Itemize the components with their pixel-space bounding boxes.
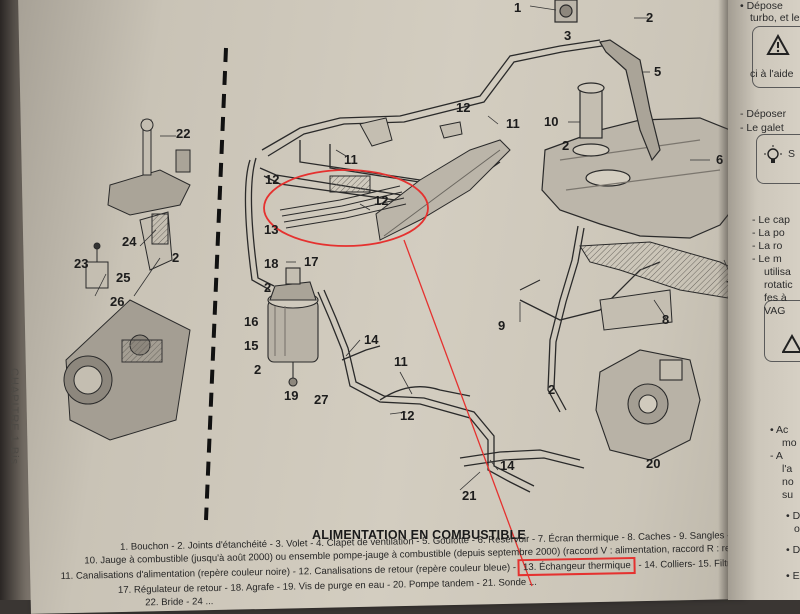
fuel-system-diagram — [63, 0, 761, 587]
callout-12-left: 12 — [265, 172, 280, 187]
facing-page-line: no — [782, 476, 794, 488]
facing-page-line: - Le galet — [740, 122, 784, 134]
facing-page-line: VAG — [764, 305, 786, 317]
dashed-separator — [204, 47, 228, 521]
callout-10: 10 — [544, 114, 559, 129]
callout-11-top: 11 — [506, 116, 520, 131]
facing-page-line: • D — [786, 544, 800, 556]
facing-page-line: - A — [770, 450, 783, 462]
facing-page-line: • D — [786, 510, 800, 522]
facing-page-line: turbo, et le — [750, 12, 800, 24]
callout-25: 25 — [116, 270, 131, 285]
highlight-circle — [263, 169, 429, 247]
diagram-legend: 1. Bouchon - 2. Joints d'étanchéité - 3.… — [60, 528, 794, 611]
callout-23: 23 — [74, 256, 89, 271]
callout-11-mid: 11 — [344, 152, 358, 167]
engine-block-drawing — [63, 118, 191, 441]
facing-page-line: - La po — [752, 227, 785, 239]
callout-15: 15 — [244, 338, 259, 353]
callout-5: 5 — [654, 64, 662, 79]
facing-page-line: S — [788, 148, 796, 160]
facing-page-line: fes à — [764, 292, 787, 304]
facing-page-line: mo — [782, 437, 797, 449]
callout-19: 19 — [284, 388, 299, 403]
lightbulb-icon — [764, 145, 782, 163]
fuel-filter-drawing — [267, 267, 319, 387]
callout-20: 20 — [646, 456, 661, 471]
heat-exchanger-drawing — [279, 175, 407, 229]
callout-1: 1 — [514, 0, 522, 15]
chapter-label: CHAPITRE 1 Bis — [8, 368, 20, 466]
facing-page-line: utilisa — [764, 266, 791, 278]
callout-17: 17 — [304, 254, 319, 269]
highlight-arrow-line — [403, 239, 533, 587]
facing-page-line: - Déposer — [740, 108, 787, 120]
facing-page-line: o — [794, 523, 800, 535]
callout-2-engine: 2 — [172, 250, 180, 265]
facing-page-line: l'a — [782, 463, 793, 475]
facing-page-line: rotatic — [764, 279, 793, 291]
tandem-pump-drawing — [595, 349, 701, 461]
callout-24: 24 — [122, 234, 137, 249]
callout-13: 13 — [264, 222, 279, 237]
callout-14-bottom: 14 — [500, 458, 515, 473]
tip-frame — [756, 134, 800, 184]
facing-page-line: • E — [786, 570, 800, 582]
callout-18: 18 — [264, 256, 279, 271]
facing-page-line: ci à l'aide — [750, 68, 794, 80]
facing-page-line: - La ro — [752, 240, 783, 252]
callout-12-circled: 12 — [374, 193, 389, 208]
warning-frame — [752, 26, 800, 88]
leader-lines — [94, 5, 731, 491]
warning-triangle-icon-2 — [782, 334, 800, 353]
facing-page-line: - Le cap — [752, 214, 790, 226]
callout-14-left: 14 — [364, 332, 379, 347]
callout-27: 27 — [314, 392, 329, 407]
callout-26: 26 — [110, 294, 125, 309]
callout-12-top: 12 — [456, 100, 471, 115]
callout-22: 22 — [176, 126, 191, 141]
heat-shield-strip — [375, 139, 511, 241]
facing-page-line: su — [782, 489, 794, 501]
diagram-title: ALIMENTATION EN COMBUSTIBLE — [312, 528, 526, 542]
bracket-detail — [359, 117, 463, 147]
facing-page-line: • Ac — [770, 424, 789, 436]
facing-page-line: - Le m — [752, 253, 782, 265]
facing-page-line: • Dépose — [740, 0, 783, 12]
callout-2-drain: 2 — [254, 362, 262, 377]
callout-12-bottom: 12 — [400, 408, 415, 423]
warning-triangle-icon — [766, 34, 790, 55]
callout-2-filter: 2 — [264, 280, 272, 295]
legend-highlight-heat-exchanger: 13. Échangeur thermique — [517, 556, 636, 577]
callout-16: 16 — [244, 314, 259, 329]
callout-21: 21 — [462, 488, 477, 503]
callout-8: 8 — [662, 312, 670, 327]
warning-frame-2 — [764, 300, 800, 362]
callout-2-tank: 2 — [562, 138, 570, 153]
callout-9: 9 — [498, 318, 506, 333]
fuel-tank-drawing — [541, 0, 743, 239]
callout-3: 3 — [564, 28, 572, 43]
callout-11-bottom: 11 — [394, 354, 408, 369]
callout-2: 2 — [646, 10, 654, 25]
callout-2-pump: 2 — [548, 382, 556, 397]
